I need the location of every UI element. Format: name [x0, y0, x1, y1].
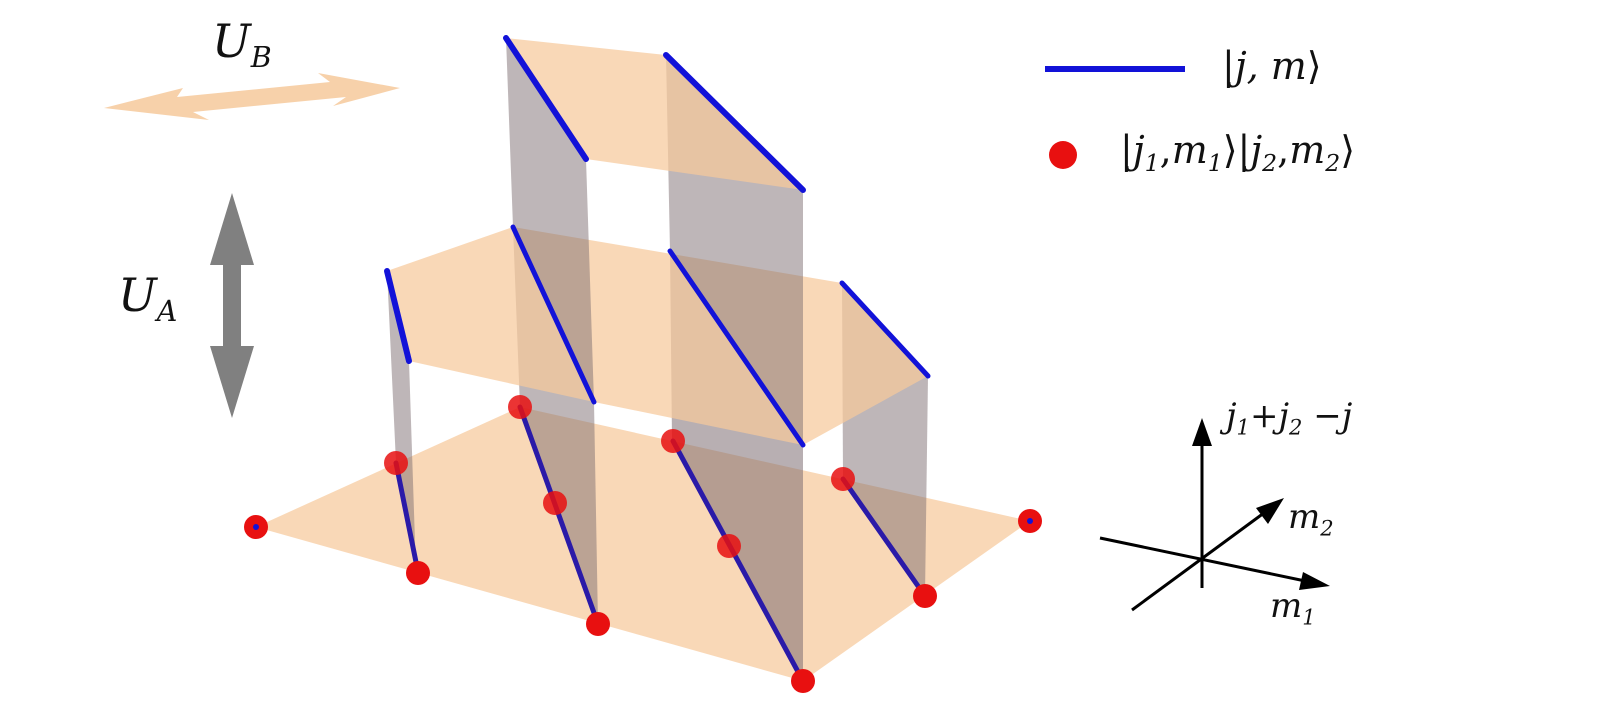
wall: [387, 271, 416, 572]
legend-j2: j: [1250, 128, 1263, 172]
legend-line-label: |j, m⟩: [1222, 44, 1322, 88]
legend-m2: m: [1289, 128, 1326, 172]
wall: [506, 38, 594, 402]
state-dot: [384, 451, 408, 475]
state-line: [663, 52, 806, 193]
axis-m1-label: m1: [1270, 586, 1316, 629]
legend-j2-sub: 2: [1262, 149, 1278, 178]
axis-m1-sub: 1: [1302, 604, 1316, 630]
state-line: [670, 438, 806, 684]
axis-v-a: j: [1226, 396, 1237, 436]
axis-vertical-arrowhead: [1192, 418, 1212, 446]
axis-v-minus: −: [1302, 396, 1342, 436]
axis-m2-base: m: [1288, 497, 1321, 537]
state-line: [839, 280, 931, 379]
state-dot: [913, 584, 937, 608]
ub-base: U: [212, 14, 251, 68]
middle-sheet: [387, 227, 928, 445]
state-dot: [586, 612, 610, 636]
state-line: [503, 35, 589, 162]
state-line: [517, 404, 601, 627]
legend-m1-sub: 1: [1207, 149, 1223, 178]
dot-center: [1027, 518, 1033, 524]
axis-v-b-sub: 2: [1289, 414, 1303, 440]
ua-label: UA: [118, 268, 177, 328]
legend-dot-swatch: [1049, 141, 1077, 169]
state-line: [510, 224, 597, 405]
state-dot: [543, 491, 567, 515]
legend-j1-sub: 1: [1144, 149, 1160, 178]
state-dot: [791, 669, 815, 693]
state-dot: [717, 534, 741, 558]
ua-base: U: [118, 268, 157, 322]
axis-m2: [1131, 508, 1269, 612]
bottom-sheet: [256, 407, 1030, 681]
axis-m2-label: m2: [1288, 497, 1334, 540]
legend-m2-sub: 2: [1325, 149, 1341, 178]
ua-double-arrow: [210, 193, 254, 418]
state-line: [667, 248, 806, 448]
axis-v-plus: +: [1249, 396, 1279, 436]
axis-m1-base: m: [1270, 586, 1303, 626]
axis-m1-arrowhead: [1299, 572, 1330, 590]
state-line: [393, 460, 421, 575]
axis-m2-arrowhead: [1256, 498, 1284, 524]
axis-v-c: j: [1341, 396, 1353, 436]
axis-m1: [1099, 536, 1311, 584]
axis-v-b: j: [1278, 396, 1290, 436]
legend-dot-label: |j1,m1⟩|j2,m2⟩: [1120, 128, 1356, 178]
ub-label: UB: [212, 14, 272, 74]
ub-double-arrow: [104, 73, 400, 120]
top-sheet: [506, 38, 803, 190]
state-line: [384, 268, 412, 364]
state-dot: [831, 467, 855, 491]
axis-vertical-label: j1+j2 −j: [1226, 396, 1352, 439]
state-dot: [508, 395, 532, 419]
ua-sub: A: [156, 294, 178, 328]
legend-j1: j: [1132, 128, 1145, 172]
state-line: [840, 476, 928, 599]
dot-center: [253, 524, 259, 530]
legend-m1: m: [1171, 128, 1208, 172]
ub-sub: B: [250, 40, 272, 74]
state-dot: [406, 561, 430, 585]
axis-v-a-sub: 1: [1236, 414, 1250, 440]
legend-ket-jm: j, m: [1234, 44, 1307, 88]
state-dot: [661, 429, 685, 453]
axis-m2-sub: 2: [1320, 515, 1334, 541]
